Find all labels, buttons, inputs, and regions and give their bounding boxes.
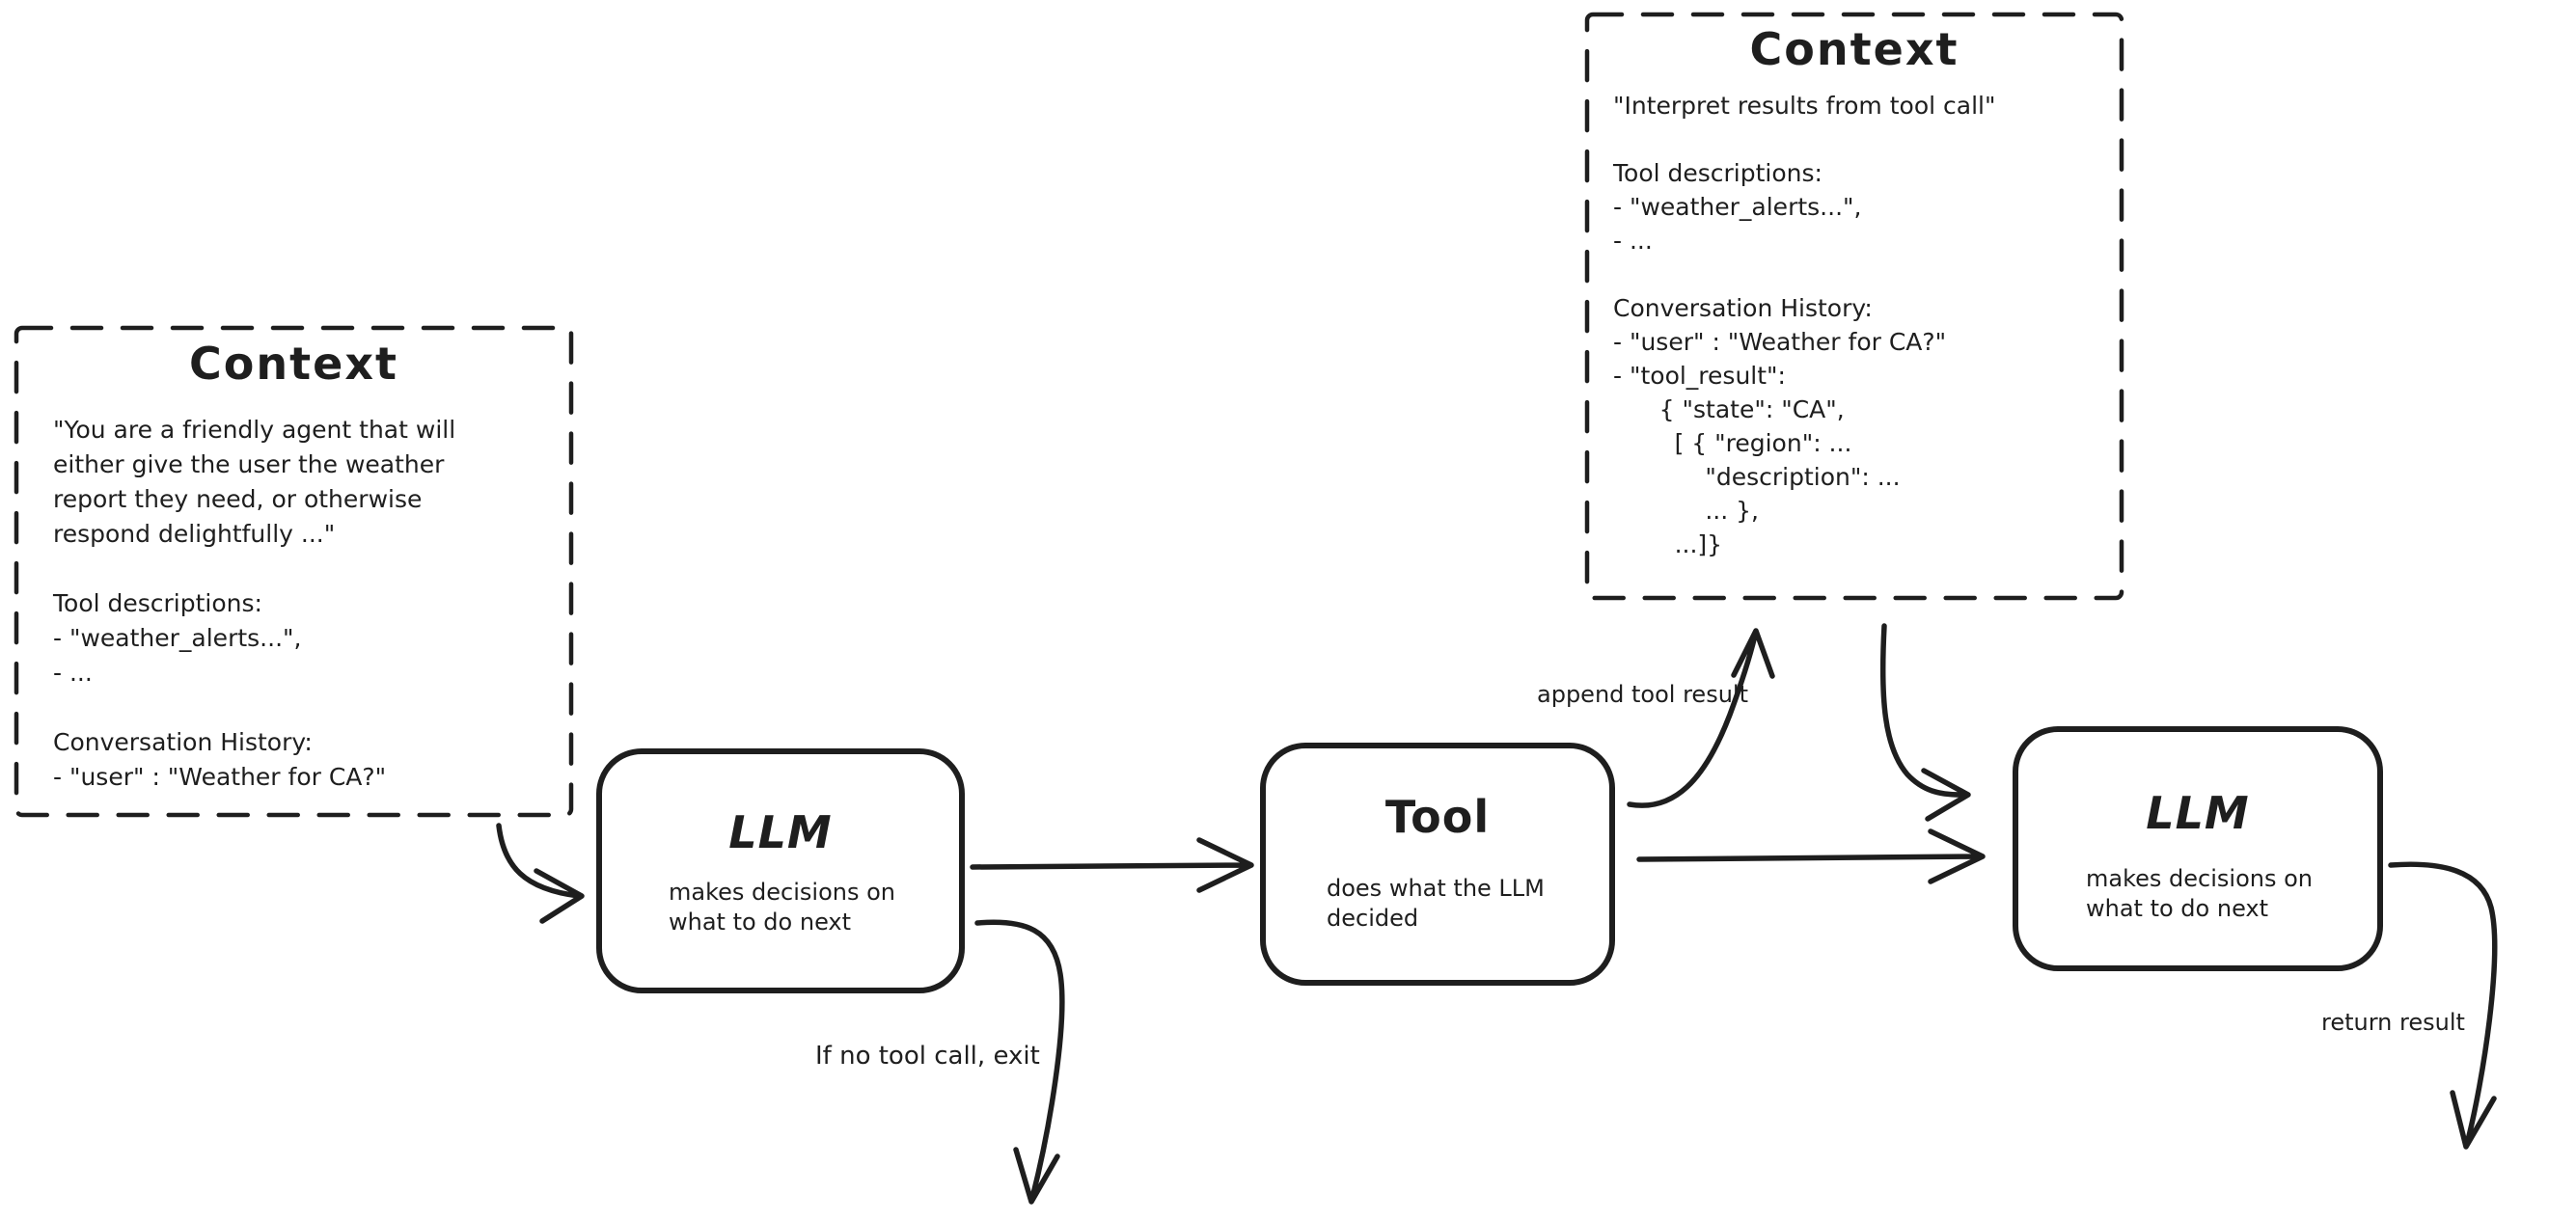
llm-1-node-border	[596, 748, 965, 993]
tool-title: Tool	[1384, 791, 1491, 843]
arrow-context-top-to-llm2	[1879, 623, 1971, 822]
arrow-context-left-to-llm1	[496, 823, 585, 924]
context-left-title: Context	[189, 338, 398, 390]
llm-2-node-border	[2013, 726, 2383, 971]
tool-subtitle: does what the LLM decided	[1327, 875, 1545, 932]
llm-2-subtitle: makes decisions on what to do next	[2086, 865, 2313, 922]
llm-1-title: LLM	[728, 806, 833, 858]
label-if-no-tool-call-exit: If no tool call, exit	[815, 1042, 1040, 1071]
context-left-body: "You are a friendly agent that will eith…	[53, 416, 456, 791]
context-box-left-border	[14, 325, 574, 818]
arrow-tool-to-context-top	[1627, 628, 1775, 808]
llm-2-title: LLM	[2146, 787, 2250, 839]
arrow-llm2-return	[2388, 861, 2498, 1150]
arrow-tool-to-llm2	[1636, 828, 1986, 884]
context-top-body: "Interpret results from tool call" Tool …	[1613, 92, 1996, 558]
label-append-tool-result: append tool result	[1537, 681, 1748, 708]
context-top-title: Context	[1749, 23, 1959, 75]
label-return-result: return result	[2321, 1009, 2465, 1036]
tool-node-border	[1260, 743, 1615, 986]
context-box-top-border	[1584, 12, 2124, 601]
llm-1-subtitle: makes decisions on what to do next	[669, 879, 895, 936]
arrow-llm1-exit	[974, 919, 1065, 1205]
arrow-llm1-to-tool	[970, 837, 1254, 893]
